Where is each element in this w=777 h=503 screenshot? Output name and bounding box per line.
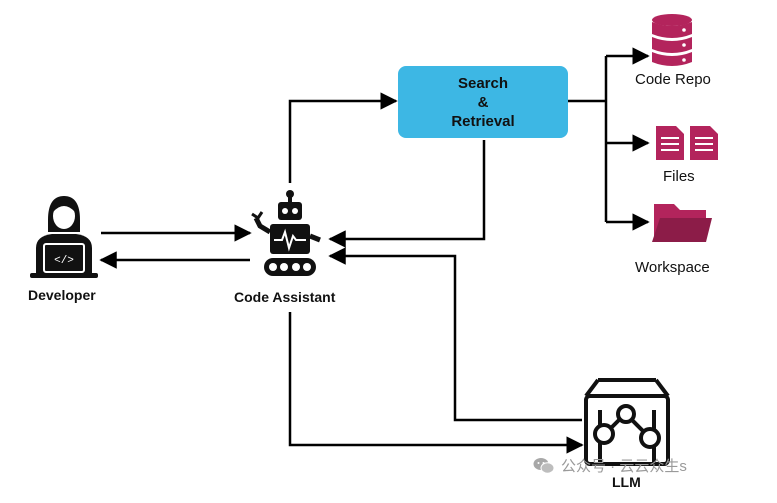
llm-box-icon [584, 378, 670, 466]
search-line-3: Retrieval [451, 112, 515, 130]
llm-label: LLM [612, 474, 641, 490]
workspace-label: Workspace [635, 259, 710, 276]
search-line-1: Search [457, 74, 509, 92]
search-line-2: & [477, 93, 489, 111]
watermark: 公众号 · 云云众生s [533, 455, 687, 476]
code-assistant-label: Code Assistant [234, 289, 336, 305]
watermark-text: 公众号 · 云云众生s [561, 458, 687, 475]
files-label: Files [663, 168, 695, 185]
connector-lines [99, 47, 650, 454]
developer-label: Developer [28, 287, 96, 303]
database-icon [652, 14, 692, 66]
svg-text:</>: </> [54, 255, 74, 267]
code-repo-label: Code Repo [635, 71, 711, 88]
search-retrieval-node: Search & Retrieval [398, 66, 568, 138]
robot-icon [251, 190, 321, 276]
folder-icon [652, 204, 712, 242]
arrow-assistant-to-search [288, 92, 398, 183]
developer-icon: </> [30, 196, 98, 278]
arrow-search-to-assistant [328, 140, 486, 248]
arrow-assistant-to-llm [288, 312, 584, 454]
wechat-icon [533, 457, 555, 474]
files-icon [656, 126, 718, 160]
arrow-llm-to-assistant [328, 247, 582, 422]
